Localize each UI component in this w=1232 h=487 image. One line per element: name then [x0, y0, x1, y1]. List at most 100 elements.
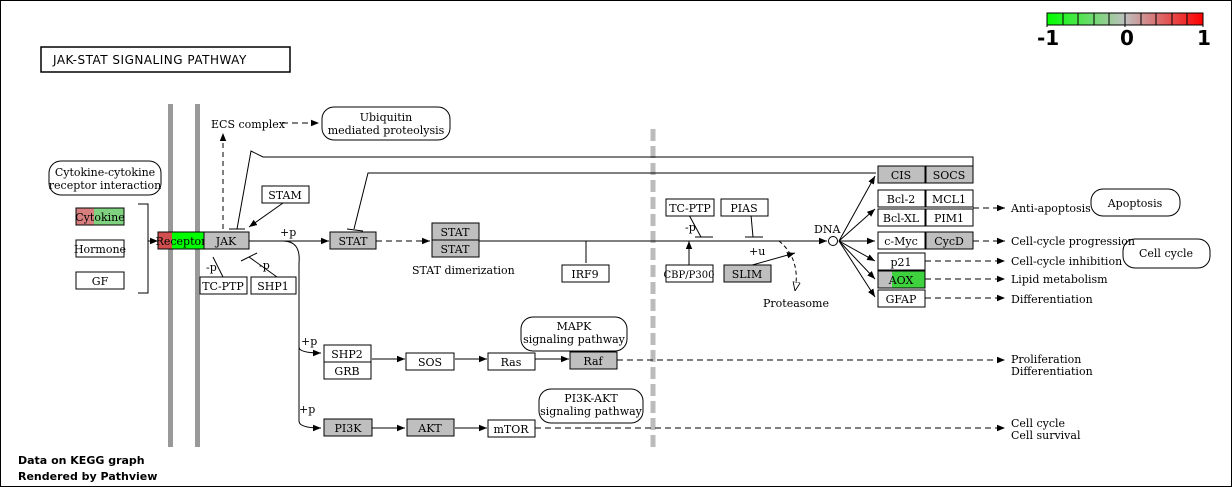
node-shp1[interactable]: SHP1: [250, 276, 297, 295]
node-bcl2[interactable]: Bcl-2: [877, 189, 926, 208]
label-cell-survival: Cell survival: [1011, 429, 1081, 442]
node-tc-ptp-left-label: TC-PTP: [202, 280, 244, 293]
node-receptor-label: Receptor: [156, 235, 208, 248]
node-raf-label: Raf: [583, 355, 603, 368]
node-stam-label: STAM: [268, 189, 301, 202]
label-lipid-metabolism: Lipid metabolism: [1011, 273, 1108, 286]
node-stat-dimer[interactable]: STAT STAT: [431, 222, 480, 258]
node-mcl1[interactable]: MCL1: [925, 189, 974, 208]
node-cbp-p300[interactable]: CBP/P300: [664, 264, 715, 283]
node-p21[interactable]: p21: [877, 252, 926, 271]
node-cytokine[interactable]: Cytokine: [75, 207, 125, 226]
node-grb[interactable]: GRB: [323, 361, 372, 380]
node-aox-label: AOX: [888, 274, 914, 287]
label-plus-u: +u: [749, 245, 765, 258]
node-irf9[interactable]: IRF9: [561, 264, 610, 283]
label-minus-p-3: -p: [685, 221, 696, 234]
label-ecs-complex: ECS complex: [211, 118, 286, 131]
label-cell-cycle-out: Cell cycle: [1011, 417, 1065, 430]
node-mtor-label: mTOR: [493, 423, 529, 436]
node-shp1-label: SHP1: [257, 280, 289, 293]
pathway-pi3k-akt[interactable]: PI3K-AKT signaling pathway: [538, 388, 644, 424]
label-anti-apoptosis: Anti-apoptosis: [1010, 202, 1091, 215]
label-dna: DNA: [814, 223, 841, 236]
node-pim1-label: PIM1: [934, 212, 964, 225]
node-cis-label: CIS: [891, 169, 911, 182]
legend-mid: 0: [1120, 26, 1134, 50]
node-cbp-p300-label: CBP/P300: [664, 270, 715, 281]
node-socs-label: SOCS: [933, 169, 966, 182]
node-bclxl[interactable]: Bcl-XL: [877, 208, 926, 227]
label-minus-p-1: -p: [206, 261, 217, 274]
node-hormone[interactable]: Hormone: [74, 239, 126, 258]
node-pias[interactable]: PIAS: [720, 198, 769, 217]
pathway-apoptosis-label: Apoptosis: [1107, 197, 1163, 210]
node-akt-label: AKT: [417, 422, 442, 435]
node-tc-ptp-right-label: TC-PTP: [669, 202, 711, 215]
label-plus-p-2: +p: [301, 335, 317, 348]
node-jak-label: JAK: [215, 235, 237, 248]
footer-line-1: Data on KEGG graph: [18, 454, 145, 467]
node-p21-label: p21: [890, 256, 911, 269]
node-sos[interactable]: SOS: [405, 352, 455, 371]
color-legend: -1 0 1: [1037, 12, 1211, 50]
node-pi3k[interactable]: PI3K: [323, 418, 373, 437]
node-bclxl-label: Bcl-XL: [883, 212, 920, 225]
node-pim1[interactable]: PIM1: [925, 208, 974, 227]
node-shp2-label: SHP2: [331, 348, 363, 361]
label-differentiation: Differentiation: [1011, 293, 1093, 306]
label-cell-cycle-inhibition: Cell-cycle inhibition: [1011, 255, 1122, 268]
pathway-ubiquitin-label-2: mediated proteolysis: [328, 124, 445, 137]
node-pi3k-label: PI3K: [335, 422, 363, 435]
node-gf[interactable]: GF: [75, 271, 125, 290]
node-receptor[interactable]: Receptor: [156, 231, 208, 250]
node-cytokine-label: Cytokine: [75, 211, 124, 224]
node-stat-dimer-bottom-label: STAT: [441, 243, 471, 256]
node-gf-label: GF: [92, 275, 109, 288]
label-plus-p-1: +p: [280, 226, 296, 239]
node-cycd-label: CycD: [934, 235, 964, 248]
node-shp2[interactable]: SHP2: [323, 344, 372, 363]
node-socs[interactable]: SOCS: [925, 165, 974, 184]
node-gfap[interactable]: GFAP: [877, 289, 926, 308]
node-gfap-label: GFAP: [886, 293, 917, 306]
node-akt[interactable]: AKT: [406, 418, 455, 437]
node-slim[interactable]: SLIM: [723, 264, 772, 283]
pathway-cell-cycle-label: Cell cycle: [1139, 247, 1193, 260]
pathway-mapk[interactable]: MAPK signaling pathway: [520, 316, 628, 352]
node-stat[interactable]: STAT: [329, 231, 377, 250]
pathway-cytokine-receptor[interactable]: Cytokine-cytokine receptor interaction: [48, 160, 162, 196]
label-proliferation: Proliferation: [1011, 353, 1081, 366]
pathway-cell-cycle[interactable]: Cell cycle: [1122, 238, 1211, 269]
node-cis[interactable]: CIS: [877, 165, 926, 184]
node-stat-label: STAT: [339, 235, 369, 248]
label-stat-dimerization: STAT dimerization: [412, 264, 515, 277]
node-cmyc-label: c-Myc: [884, 235, 918, 248]
node-stam[interactable]: STAM: [261, 185, 310, 204]
node-irf9-label: IRF9: [571, 268, 598, 281]
node-tc-ptp-right[interactable]: TC-PTP: [665, 198, 715, 217]
node-ras[interactable]: Ras: [487, 352, 536, 371]
label-differentiation-2: Differentiation: [1011, 365, 1093, 378]
dna-node: [828, 236, 838, 246]
pathway-mapk-label-2: signaling pathway: [523, 333, 626, 346]
node-mcl1-label: MCL1: [932, 193, 966, 206]
membrane-bar-left: [168, 104, 173, 447]
pathway-ubiquitin[interactable]: Ubiquitin mediated proteolysis: [321, 106, 451, 141]
pathway-title: JAK-STAT SIGNALING PATHWAY: [40, 46, 291, 73]
node-cmyc[interactable]: c-Myc: [877, 231, 926, 250]
membrane-bar-right: [195, 104, 200, 447]
pathway-apoptosis[interactable]: Apoptosis: [1090, 188, 1181, 217]
node-stat-dimer-top-label: STAT: [441, 226, 471, 239]
legend-min: -1: [1037, 26, 1059, 50]
edges: [138, 119, 1005, 432]
pathway-mapk-label-1: MAPK: [557, 320, 593, 333]
node-jak[interactable]: JAK: [203, 231, 250, 250]
node-aox[interactable]: AOX: [877, 270, 926, 289]
node-mtor[interactable]: mTOR: [487, 419, 536, 438]
node-slim-label: SLIM: [732, 268, 762, 281]
node-cycd[interactable]: CycD: [925, 231, 974, 250]
node-raf[interactable]: Raf: [569, 351, 618, 370]
node-tc-ptp-left[interactable]: TC-PTP: [199, 276, 248, 295]
